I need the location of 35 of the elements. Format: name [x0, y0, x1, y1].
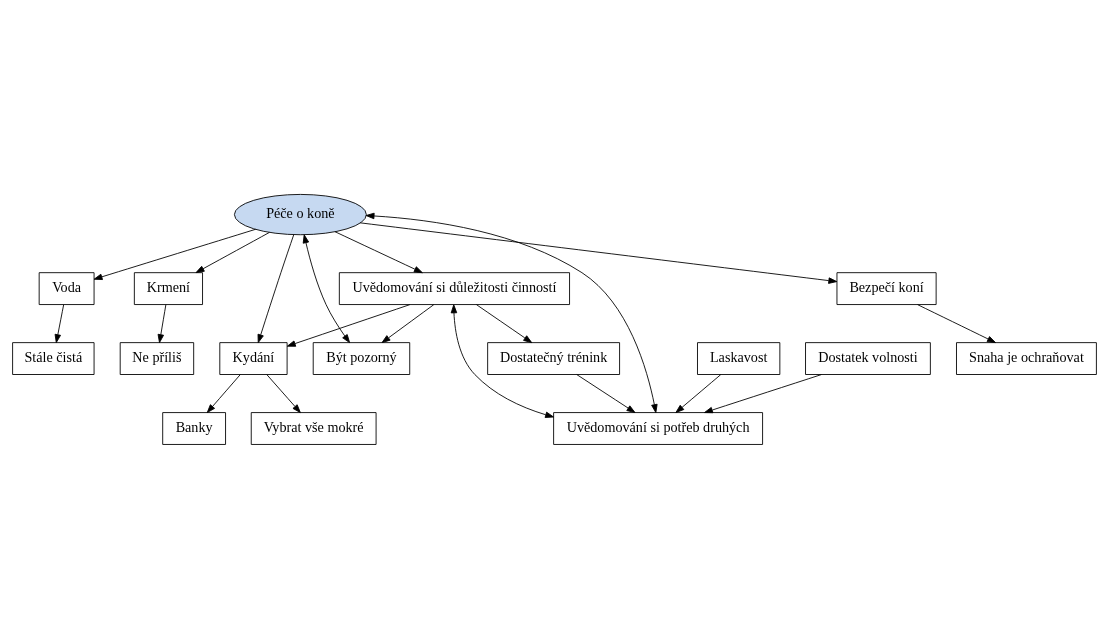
- arrow: [257, 234, 295, 344]
- arrow: [450, 304, 554, 418]
- arrow: [365, 212, 658, 414]
- arrow: [157, 304, 167, 344]
- arrow: [93, 228, 257, 280]
- arrow: [286, 304, 411, 347]
- arrow: [576, 374, 636, 413]
- arrow: [704, 374, 822, 414]
- node-box: Banky: [162, 412, 226, 445]
- arrow: [302, 234, 351, 344]
- arrow: [334, 231, 423, 274]
- node-box: Dostatečný trénink: [487, 342, 621, 375]
- node-box: Uvědomování si důležitosti činností: [338, 272, 570, 305]
- arrow: [195, 231, 270, 274]
- arrow: [359, 222, 838, 284]
- node-box: Ne příliš: [119, 342, 195, 375]
- node-box: Uvědomování si potřeb druhých: [553, 412, 764, 445]
- arrow: [476, 304, 533, 344]
- node-box: Krmení: [133, 272, 203, 305]
- arrow: [266, 374, 301, 413]
- node-box: Kydání: [219, 342, 288, 375]
- node-box: Bezpečí koní: [836, 272, 937, 305]
- node-box: Snaha je ochraňovat: [956, 342, 1097, 375]
- node-box: Laskavost: [697, 342, 781, 375]
- arrow: [675, 374, 722, 413]
- arrow: [54, 304, 65, 344]
- arrow: [381, 304, 435, 344]
- node-box: Stále čistá: [12, 342, 95, 375]
- node-box: Být pozorný: [312, 342, 411, 375]
- arrow: [206, 374, 241, 413]
- node-box: Vybrat vše mokré: [250, 412, 377, 445]
- node-box: Dostatek volnosti: [805, 342, 931, 375]
- arrow: [917, 304, 996, 344]
- node-ellipse: Péče o koně: [233, 193, 367, 236]
- node-box: Voda: [38, 272, 95, 305]
